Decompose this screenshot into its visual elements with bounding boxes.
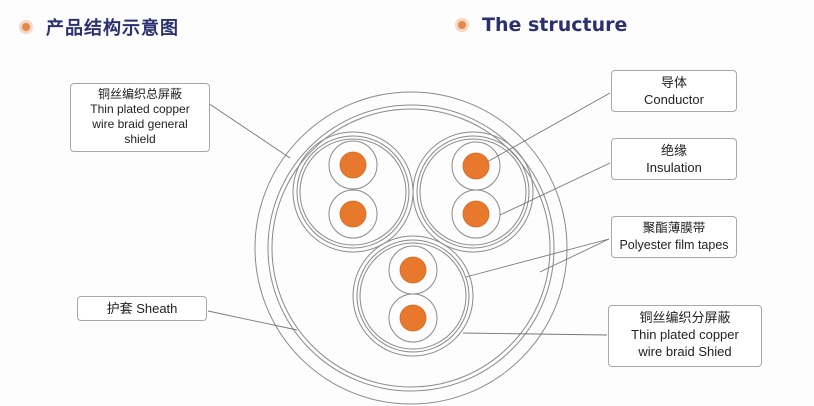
- leader-line: [207, 310, 298, 331]
- leader-line: [207, 102, 291, 159]
- sheath-ring: [254, 91, 568, 405]
- bullet-icon: [22, 23, 30, 31]
- header-cn: 产品结构示意图: [22, 14, 179, 40]
- label-text: 护套 Sheath: [106, 301, 178, 316]
- leader-line: [465, 238, 610, 278]
- label-film-tapes: 聚酯薄膜带 Polyester film tapes: [611, 216, 737, 258]
- label-overall-shield: 铜丝编织总屏蔽 Thin plated copper wire braid ge…: [70, 83, 210, 152]
- header-en: The structure: [458, 14, 627, 36]
- label-cn: 聚酯薄膜带: [642, 221, 706, 235]
- label-en: Polyester film tapes: [619, 238, 729, 252]
- label-insulation: 绝缘 Insulation: [611, 138, 737, 180]
- pair-bottom: [352, 235, 474, 357]
- label-en: Thin plated copper: [631, 327, 739, 342]
- label-cn: 导体: [660, 75, 687, 90]
- label-en: Insulation: [646, 160, 702, 175]
- label-pair-shield: 铜丝编织分屏蔽 Thin plated copper wire braid Sh…: [608, 305, 762, 367]
- label-cn: 铜丝编织总屏蔽: [97, 87, 182, 101]
- conductor-core: [339, 200, 367, 228]
- label-conductor: 导体 Conductor: [611, 70, 737, 112]
- label-en: Thin plated copper: [90, 102, 190, 116]
- label-cn: 铜丝编织分屏蔽: [639, 310, 731, 325]
- label-cn: 绝缘: [660, 143, 687, 158]
- title-en: The structure: [482, 14, 628, 36]
- label-sheath: 护套 Sheath: [77, 296, 207, 321]
- pair-left: [292, 131, 414, 253]
- conductor-core: [462, 152, 490, 180]
- conductor-core: [339, 151, 367, 179]
- label-en: wire braid general: [92, 117, 188, 131]
- conductor-core: [399, 256, 427, 284]
- leader-line: [462, 332, 608, 336]
- label-en: Conductor: [644, 92, 704, 107]
- bullet-icon: [458, 21, 466, 29]
- overall-shield-inner-ring: [271, 108, 551, 388]
- conductor-core: [462, 200, 490, 228]
- overall-shield-ring: [267, 104, 555, 392]
- title-cn: 产品结构示意图: [46, 18, 179, 39]
- label-en: shield: [124, 132, 156, 146]
- leader-line: [499, 162, 611, 216]
- leader-line: [486, 92, 611, 163]
- pair-right: [412, 131, 534, 253]
- label-en: wire braid Shied: [638, 344, 732, 359]
- leader-line: [539, 238, 610, 273]
- conductor-core: [399, 304, 427, 332]
